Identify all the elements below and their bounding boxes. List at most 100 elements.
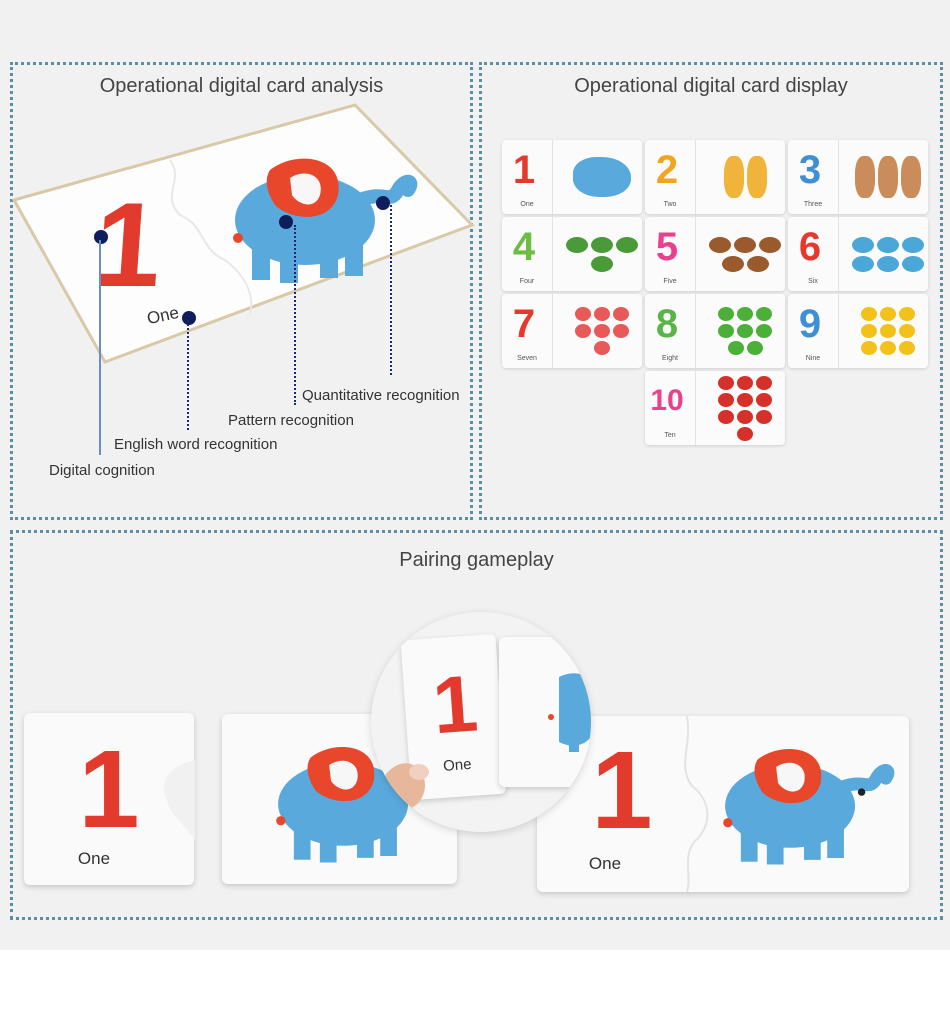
label-quantitative: Quantitative recognition (302, 387, 460, 404)
left-card-number: 1 (78, 728, 140, 851)
card-number: 1 (512, 148, 536, 192)
card-number: 2 (655, 148, 679, 192)
whale-icon (902, 255, 924, 272)
ladybug-icon (756, 409, 772, 424)
whale-icon (902, 236, 924, 253)
octopus-icon (575, 324, 591, 338)
owl-icon (746, 255, 769, 272)
octopus-icon (613, 324, 629, 338)
bee-icon (861, 341, 877, 355)
card-word: Four (519, 278, 535, 285)
bee-icon (899, 324, 915, 338)
card-word: Ten (664, 432, 676, 439)
card-word: Six (808, 278, 818, 285)
card-seam (838, 140, 839, 214)
ladybug-icon (718, 409, 734, 424)
owl-icon (721, 255, 744, 272)
canvas: Operational digital card analysis 1 One … (0, 0, 950, 950)
zoom-circle: 1 One (371, 612, 591, 832)
bee-icon (899, 307, 915, 321)
caterpillar-icon (737, 324, 753, 338)
turtle-group (566, 225, 638, 283)
line-english (187, 320, 189, 430)
card-number: 7 (512, 302, 536, 346)
caterpillar-group (709, 302, 781, 360)
left-card-knob-slot (164, 760, 195, 840)
left-card-word: One (77, 849, 111, 868)
marker-pattern (279, 215, 293, 229)
marker-number (94, 230, 108, 244)
cat-icon (878, 156, 898, 198)
analysis-number: 1 (89, 178, 167, 312)
bee-icon (880, 341, 896, 355)
ladybug-icon (718, 375, 734, 390)
card-word: Five (663, 278, 677, 285)
caterpillar-icon (727, 341, 744, 355)
owl-icon (734, 236, 756, 253)
display-panel: Operational digital card display (479, 62, 943, 520)
turtle-icon (591, 255, 613, 272)
ladybug-icon (737, 375, 753, 390)
octopus-icon (575, 307, 591, 321)
right-card-seam (684, 716, 709, 892)
whale-icon (852, 236, 874, 253)
card-number: 3 (798, 148, 822, 192)
ladybug-icon (737, 392, 753, 407)
display-title: Operational digital card display (574, 75, 848, 97)
ladybug-icon (737, 409, 753, 424)
card-seam (838, 294, 839, 368)
ladybug-group (709, 375, 781, 441)
bee-icon (880, 324, 896, 338)
turtle-icon (591, 236, 613, 253)
owl-group (709, 225, 781, 283)
card-word: Seven (517, 355, 537, 362)
zoom-elephant-icon (548, 673, 591, 752)
caterpillar-icon (737, 307, 753, 321)
giraffe-icon (746, 156, 767, 198)
caterpillar-icon (746, 341, 763, 355)
card-seam (695, 140, 696, 214)
card-word: One (520, 201, 534, 208)
right-joined-card: 1 One (537, 716, 909, 892)
left-number-card: 1 One (24, 713, 194, 885)
card-number: 10 (650, 384, 684, 417)
pairing-panel: Pairing gameplay (10, 530, 943, 920)
bee-group (852, 302, 924, 360)
bee-icon (861, 324, 877, 338)
card-word: Eight (662, 355, 678, 362)
caterpillar-icon (718, 324, 734, 338)
card-seam (838, 217, 839, 291)
ladybug-icon (718, 392, 734, 407)
line-digital (99, 240, 101, 455)
card-word: Nine (805, 355, 821, 362)
octopus-group (566, 302, 638, 360)
giraffe-group (709, 148, 781, 206)
caterpillar-icon (756, 324, 772, 338)
marker-quantity (376, 196, 390, 210)
card-seam (695, 217, 696, 291)
turtle-icon (566, 236, 588, 253)
octopus-icon (594, 307, 610, 321)
caterpillar-icon (718, 307, 734, 321)
ladybug-icon (756, 375, 772, 390)
elephant-icon (233, 158, 418, 283)
label-english: English word recognition (114, 436, 278, 453)
label-pattern: Pattern recognition (228, 412, 354, 429)
octopus-icon (613, 307, 629, 321)
giraffe-icon (723, 156, 744, 198)
right-card-word: One (588, 854, 622, 873)
elephant-icon (573, 157, 631, 197)
analysis-title: Operational digital card analysis (99, 75, 384, 97)
zoom-picture-card (499, 637, 591, 787)
owl-icon (709, 236, 731, 253)
bee-icon (861, 307, 877, 321)
right-elephant-icon (723, 748, 895, 865)
octopus-icon (594, 341, 610, 355)
